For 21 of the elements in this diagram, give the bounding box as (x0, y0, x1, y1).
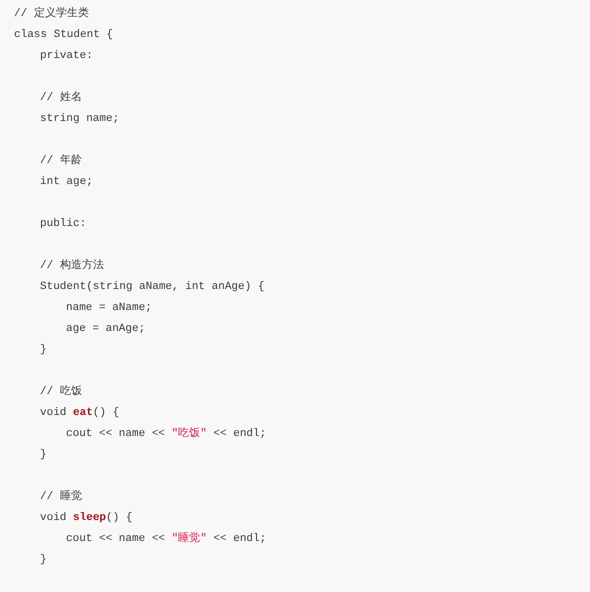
code-line: } (40, 553, 47, 568)
code-line: void eat() { (40, 406, 120, 421)
code-line: // 姓名 (40, 90, 82, 106)
code-line: // 构造方法 (40, 258, 104, 274)
code-line: // 吃饭 (40, 384, 82, 400)
code-line: cout << name << "吃饭" << endl; (66, 426, 266, 442)
code-line: // 定义学生类 (14, 6, 89, 22)
code-line: // 年龄 (40, 153, 82, 169)
code-line: } (40, 448, 47, 463)
code-line: string name; (40, 112, 120, 127)
code-line: cout << name << "睡觉" << endl; (66, 531, 266, 547)
code-line: int age; (40, 175, 93, 190)
code-line: private: (40, 49, 93, 64)
code-line: void sleep() { (40, 511, 132, 526)
code-line: class Student { (14, 28, 114, 43)
code-line: // 睡觉 (40, 489, 82, 505)
code-line: Student(string aName, int anAge) { (40, 280, 264, 295)
code-line: } (40, 343, 47, 358)
code-line: age = anAge; (66, 322, 146, 337)
code-line: name = aName; (66, 301, 152, 316)
code-line: public: (40, 217, 86, 232)
